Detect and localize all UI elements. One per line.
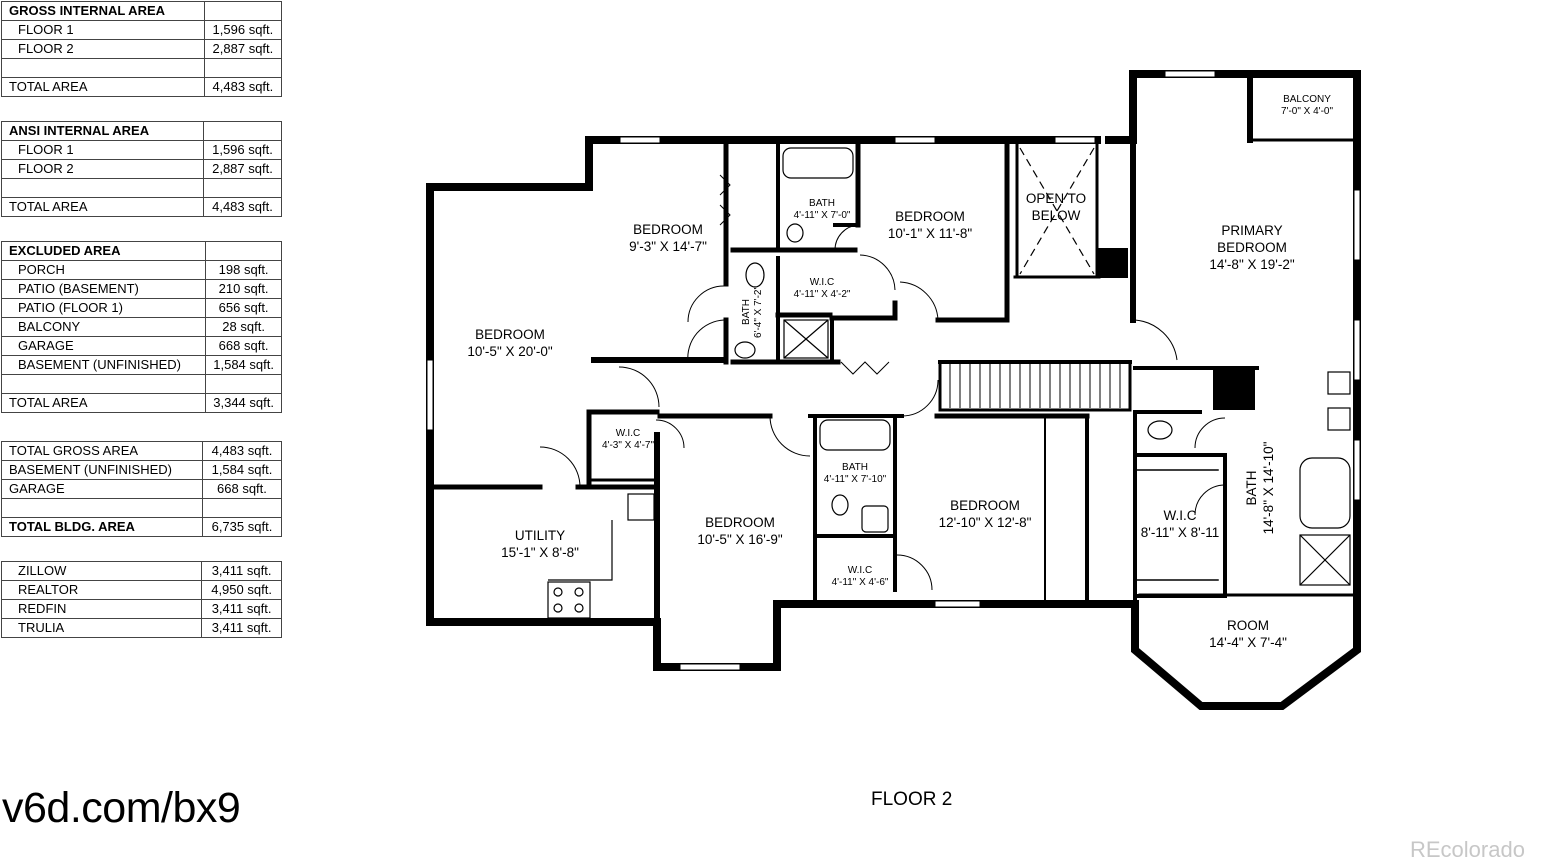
door-swings [539, 174, 1226, 591]
room-dims: 15'-1" X 8'-8" [501, 545, 579, 560]
room-label: BATH [1244, 470, 1259, 505]
table-row: PATIO (FLOOR 1)656 sqft. [0, 298, 282, 318]
room-dims: 4'-3" X 4'-7" [602, 440, 655, 451]
room-dims: 4'-11" X 4'-6" [832, 577, 889, 588]
windows [426, 70, 1361, 671]
room-dims: 14'-8" X 14'-10" [1261, 441, 1276, 534]
room-label: BEDROOM [1217, 240, 1287, 255]
site-url: v6d.com/bx9 [2, 784, 241, 832]
room-label: BEDROOM [895, 209, 965, 224]
room-dims: 10'-5" X 16'-9" [697, 532, 782, 547]
table-title: ANSI INTERNAL AREA [1, 121, 204, 141]
room-label: BEDROOM [475, 327, 545, 342]
room-dims: 10'-5" X 20'-0" [467, 344, 552, 359]
watermark: REcolorado [1410, 837, 1525, 862]
room-label: BEDROOM [705, 515, 775, 530]
open-to-below-void [1019, 147, 1095, 275]
interior-walls [430, 71, 1359, 625]
room-dims: 12'-10" X 12'-8" [939, 515, 1032, 530]
room-dims: 10'-1" X 11'-8" [888, 226, 972, 241]
room-label: BALCONY [1283, 94, 1331, 105]
room-label: W.I.C [810, 277, 834, 288]
room-label: BEDROOM [633, 222, 703, 237]
fixtures [547, 147, 1351, 619]
room-label: BEDROOM [950, 498, 1020, 513]
room-dims: 14'-8" X 19'-2" [1209, 257, 1294, 272]
room-label: BATH [842, 462, 868, 473]
room-label: BATH [809, 198, 835, 209]
table-row: PATIO (BASEMENT)210 sqft. [0, 279, 282, 299]
room-label: OPEN TO [1026, 191, 1086, 206]
stairs [949, 364, 1121, 408]
room-dims: 14'-4" X 7'-4" [1209, 635, 1287, 650]
room-label: PRIMARY [1221, 223, 1282, 238]
room-dims: 7'-0" X 4'-0" [1281, 106, 1334, 117]
room-dims: 9'-3" X 14'-7" [629, 239, 707, 254]
room-dims: 6'-4" X 7'-2" [753, 286, 764, 339]
room-label: ROOM [1227, 618, 1269, 633]
solid-columns [1098, 248, 1255, 410]
room-label: BATH [741, 299, 752, 325]
room-label: W.I.C [616, 428, 640, 439]
floor-label: FLOOR 2 [871, 789, 953, 810]
room-label: UTILITY [515, 528, 565, 543]
table-row: BASEMENT (UNFINISHED)1,584 sqft. [1, 460, 283, 480]
room-label: BELOW [1032, 208, 1081, 223]
room-label: W.I.C [1164, 508, 1197, 523]
room-label: W.I.C [848, 565, 872, 576]
room-dims: 4'-11" X 7'-10" [824, 474, 887, 485]
room-dims: 4'-11" X 7'-0" [794, 210, 851, 221]
room-dims: 8'-11" X 8'-11 [1141, 525, 1220, 540]
room-labels: BEDROOM 9'-3" X 14'-7" BATH 4'-11" X 7'-… [467, 94, 1333, 650]
room-dims: 4'-11" X 4'-2" [794, 289, 851, 300]
